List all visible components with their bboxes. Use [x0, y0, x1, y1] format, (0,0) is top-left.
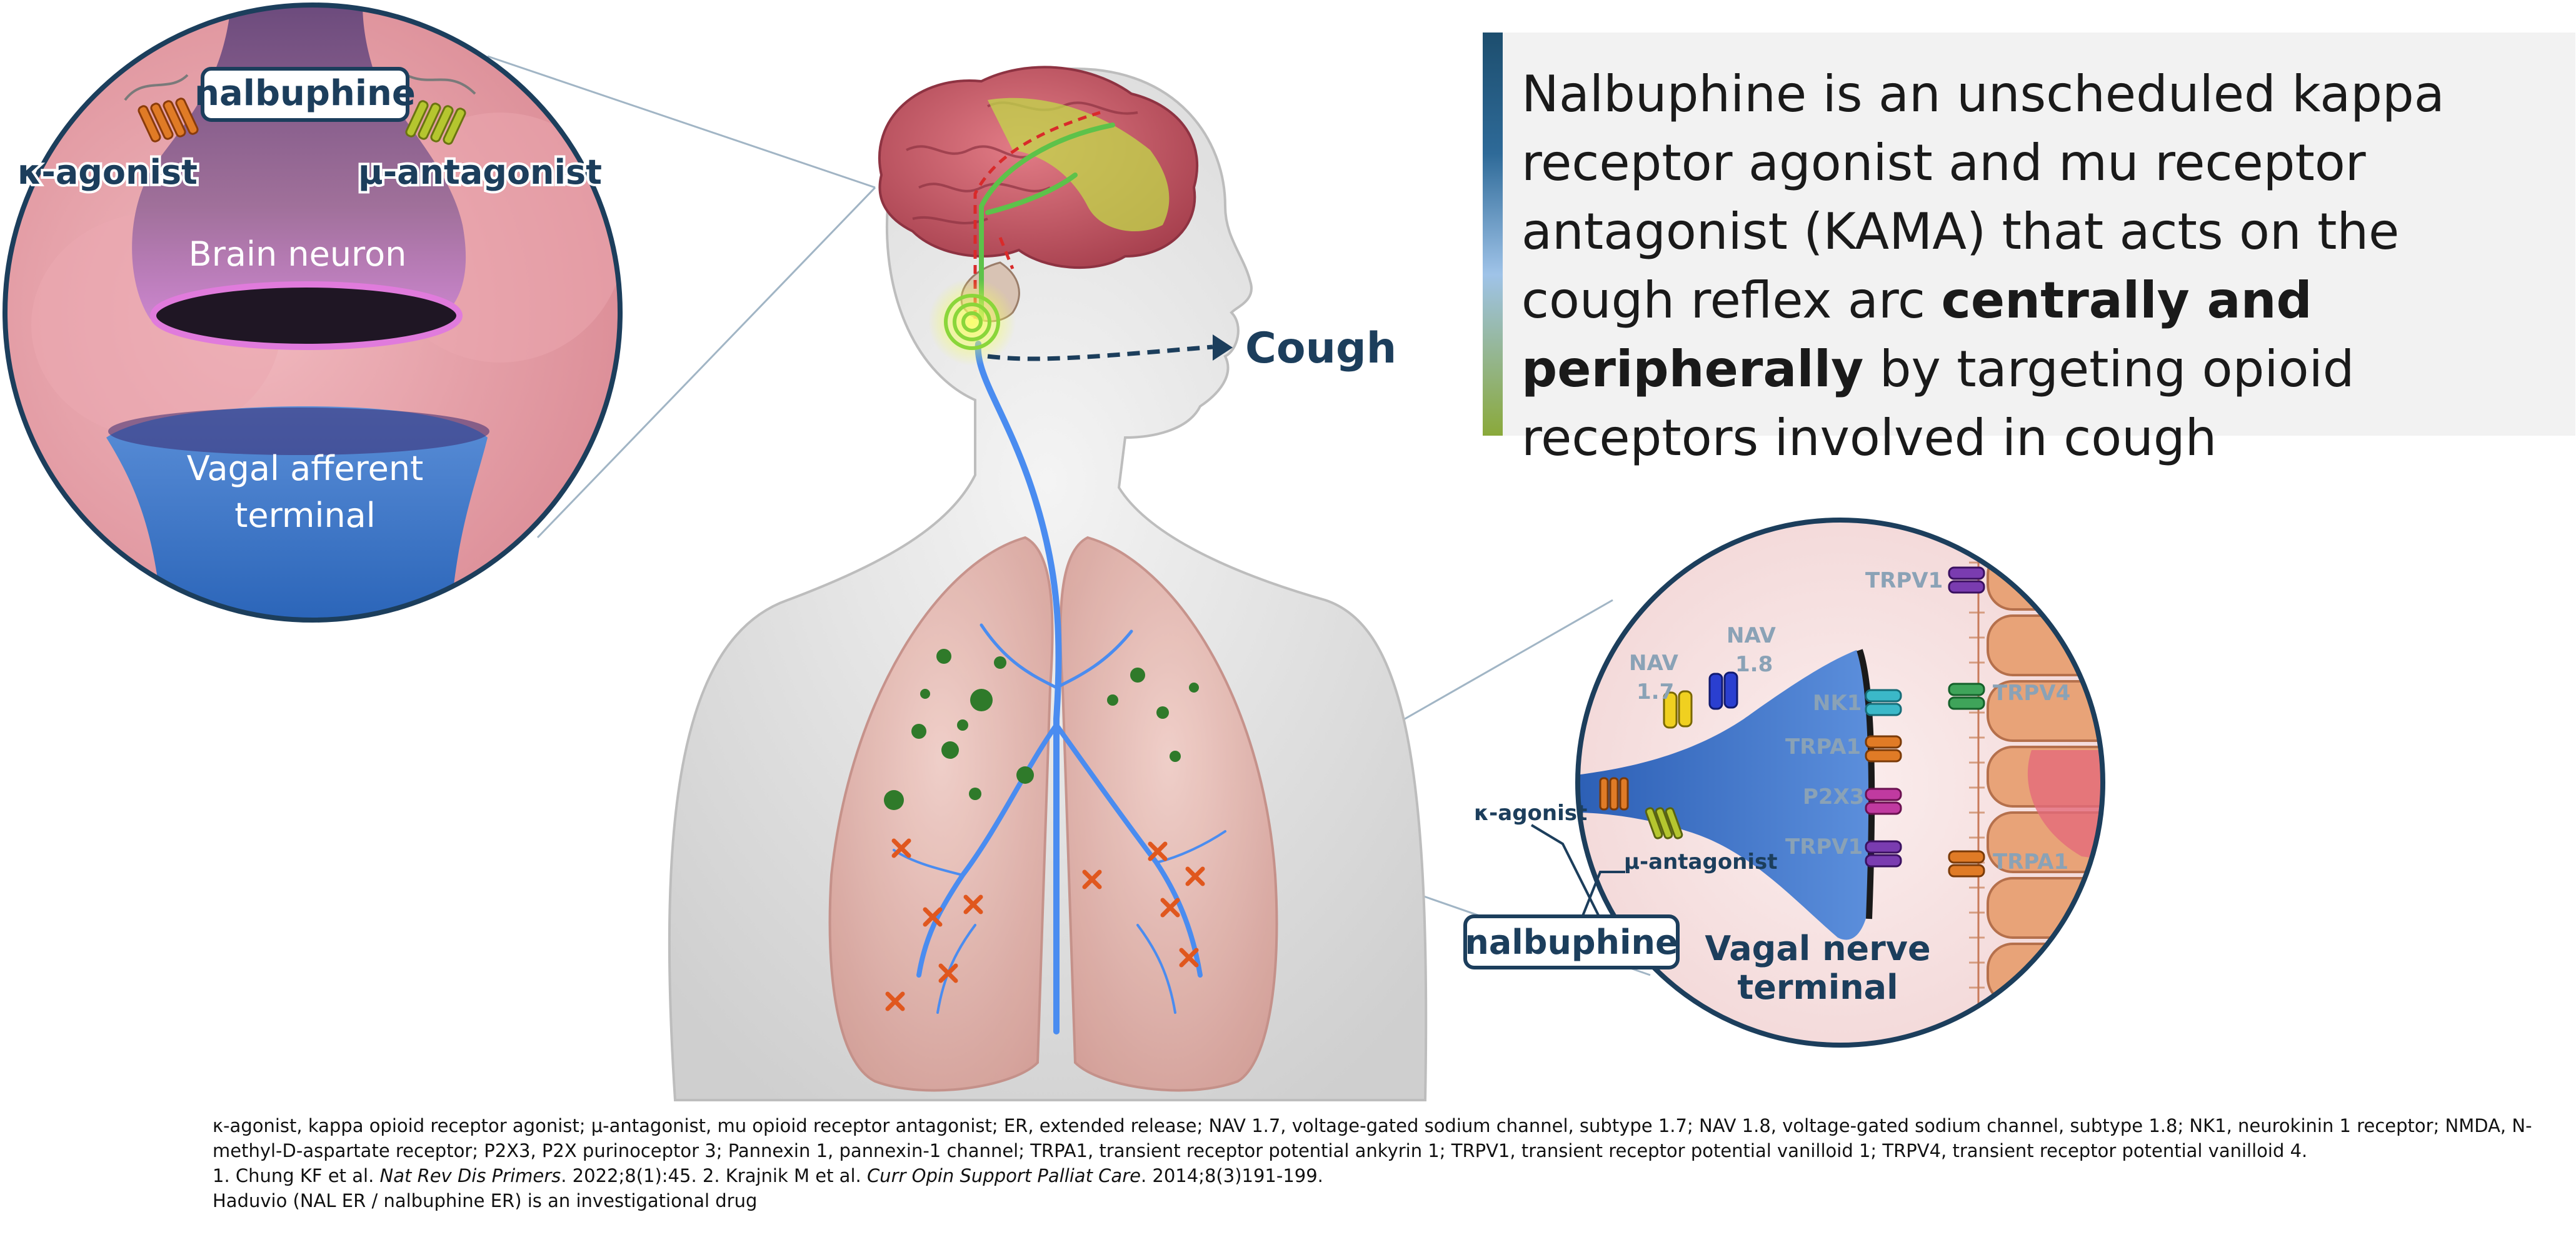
footnote-references: 1. Chung KF et al. Nat Rev Dis Primers. …	[213, 1163, 2550, 1188]
vagal-inset-drug-label: nalbuphine	[1465, 923, 1678, 962]
lung-nodules	[884, 649, 1199, 810]
vagal-mu-label: μ-antagonist	[1624, 849, 1778, 874]
trpv4-outer-label: TRPV4	[1993, 681, 2070, 706]
nav18-label-line1: NAV	[1727, 623, 1776, 648]
nav18-channel-icon	[1708, 671, 1738, 710]
vagal-afferent-label-line1: Vagal afferent	[187, 449, 424, 488]
trpa1-outer-channel-icon	[1948, 850, 1985, 878]
ref2-journal: Curr Opin Support Palliat Care	[866, 1165, 1141, 1186]
trpv4-outer-channel-icon	[1948, 683, 1985, 710]
vagal-inset-drug-box	[1463, 914, 1680, 969]
cough-arrow	[987, 334, 1233, 361]
vagal-kappa-label: κ-agonist	[1474, 801, 1587, 826]
trpa1-inner-channel-icon	[1865, 735, 1902, 763]
headline-bold: centrally and peripherally	[1521, 271, 2312, 398]
headline-accent-bar	[1483, 33, 1503, 436]
brain-neuron-inset: nalbuphine κ-agonist μ-antagonist Brain …	[3, 3, 623, 623]
vagal-terminal-label-line1: Vagal nerve	[1705, 929, 1930, 968]
trpv1-inner-channel-icon	[1865, 840, 1902, 868]
vagal-afferent-label-line2: terminal	[234, 496, 376, 535]
nav18-label-line2: 1.8	[1735, 652, 1773, 677]
brain-inset-mu-label: μ-antagonist	[358, 153, 602, 192]
ref2-post: . 2014;8(3)191-199.	[1140, 1165, 1323, 1186]
vagal-kappa-receptor-icon	[1599, 777, 1629, 811]
vagal-mu-receptor-icon	[1645, 807, 1683, 839]
brain-inset-drug-box	[201, 67, 409, 122]
trpa1-outer-label: TRPA1	[1993, 849, 2068, 874]
nav17-channel-icon	[1663, 690, 1693, 729]
cough-center-glow	[928, 278, 1016, 366]
ref1-journal: Nat Rev Dis Primers	[379, 1165, 561, 1186]
kappa-receptor-icon	[138, 98, 199, 143]
brain-neuron-label: Brain neuron	[189, 234, 407, 274]
p2x3-label: P2X3	[1803, 784, 1864, 809]
trpv1-inner-label: TRPV1	[1785, 834, 1863, 859]
trpa1-inner-label: TRPA1	[1785, 734, 1861, 759]
nk1-label: NK1	[1813, 691, 1862, 716]
lung-markers	[885, 838, 1205, 1011]
vagal-nerve-terminal-inset: NAV 1.7 NAV 1.8 NK1 TRPA1 P2X3 TRPV1 TRP…	[1463, 518, 2105, 1048]
headline-part1: Nalbuphine is an unscheduled kappa recep…	[1521, 65, 2445, 329]
trpv1-outer-label: TRPV1	[1865, 568, 1943, 593]
nk1-channel-icon	[1865, 689, 1902, 716]
vagal-terminal-label-line2: terminal	[1737, 968, 1898, 1007]
trpv1-outer-channel-icon	[1948, 566, 1985, 594]
brain-inset-drug-label: nalbuphine	[194, 73, 416, 114]
nav17-label-line2: 1.7	[1636, 679, 1674, 704]
footnotes: κ-agonist, kappa opioid receptor agonist…	[213, 1113, 2550, 1213]
p2x3-channel-icon	[1865, 788, 1902, 815]
brain-inset-kappa-label: κ-agonist	[18, 153, 198, 192]
mu-receptor-icon	[405, 100, 466, 145]
ref1-pre: 1. Chung KF et al.	[213, 1165, 380, 1186]
headline-part2: by targeting opioid receptors involved i…	[1521, 340, 2355, 467]
cough-label: Cough	[1245, 324, 1396, 373]
headline-text: Nalbuphine is an unscheduled kappa recep…	[1521, 60, 2559, 473]
headline-panel: Nalbuphine is an unscheduled kappa recep…	[1483, 33, 2575, 467]
ref1-post: . 2022;8(1):45. 2. Krajnik M et al.	[561, 1165, 867, 1186]
footnote-abbreviations: κ-agonist, kappa opioid receptor agonist…	[213, 1115, 2532, 1161]
nav17-label-line1: NAV	[1629, 651, 1678, 676]
footnote-disclaimer: Haduvio (NAL ER / nalbuphine ER) is an i…	[213, 1190, 758, 1211]
